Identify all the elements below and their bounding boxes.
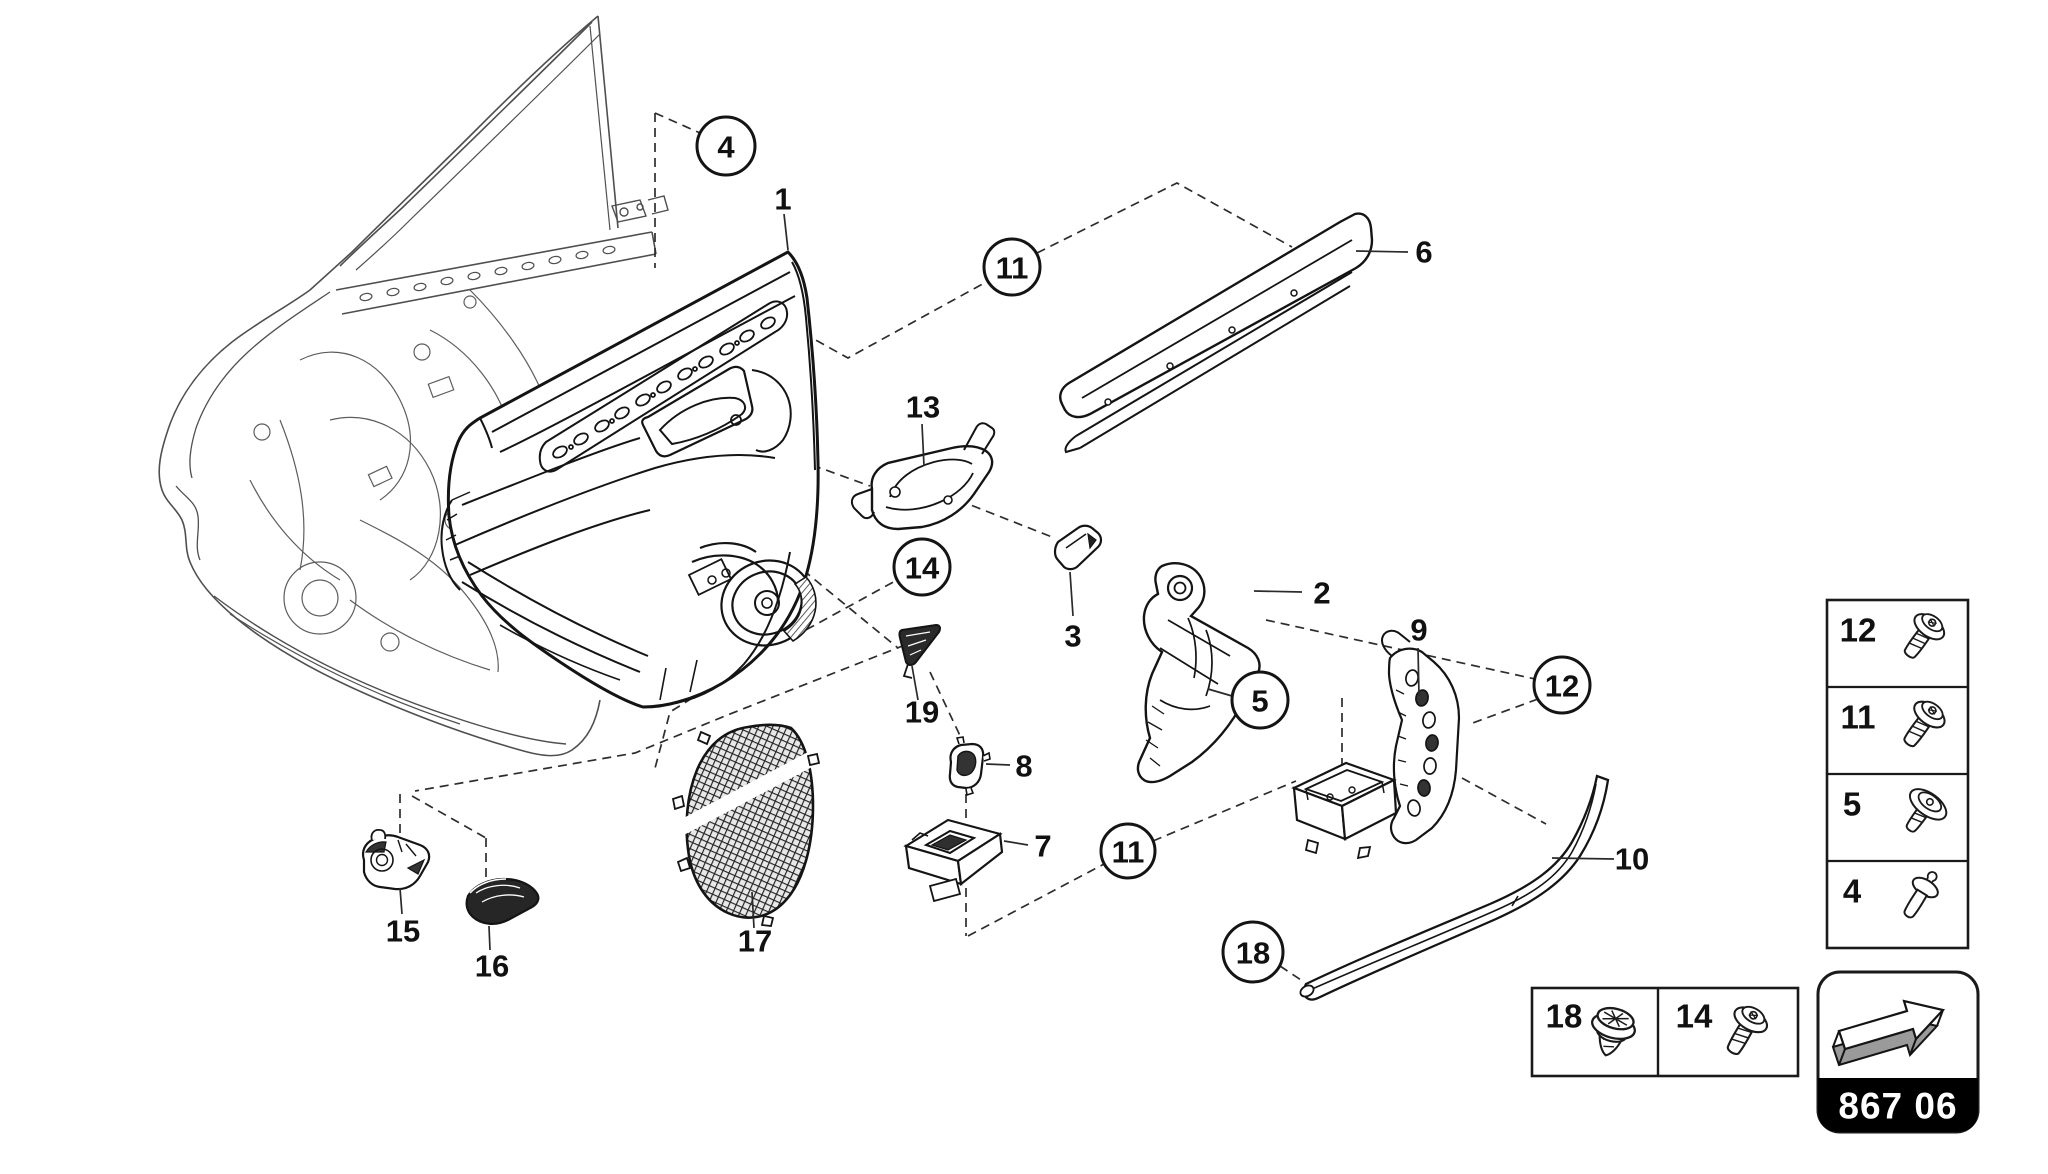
hardware-label-14: 14 (1676, 998, 1713, 1035)
part-small-clip (948, 736, 991, 797)
part-switch-bezel (903, 818, 1004, 903)
svg-text:4: 4 (717, 130, 735, 165)
svg-text:11: 11 (1112, 835, 1145, 870)
svg-text:12: 12 (1545, 669, 1579, 704)
circled-callout-14: 14 (892, 537, 952, 597)
hardware-label-18: 18 (1546, 998, 1583, 1035)
circled-callout-11-top: 11 (982, 237, 1042, 297)
door-shell-drawing (158, 15, 669, 757)
circled-callout-4: 4 (695, 115, 757, 177)
part-inner-door-handle (850, 422, 996, 531)
legend-label-12: 12 (1840, 612, 1877, 649)
part-speaker-grille (671, 723, 821, 927)
circled-callouts: 4 11 14 5 12 11 18 (695, 115, 1592, 984)
callout-7: 7 (1034, 829, 1051, 864)
legend-label-4: 4 (1843, 873, 1862, 910)
callout-13: 13 (906, 390, 940, 425)
leader-lines (399, 213, 1615, 951)
part-curved-rail-bracket (1381, 629, 1461, 845)
callout-19: 19 (905, 695, 939, 730)
circled-callout-5: 5 (1230, 670, 1290, 730)
legend-label-5: 5 (1843, 786, 1861, 823)
sill-hole-row (359, 245, 616, 302)
svg-text:5: 5 (1251, 684, 1268, 719)
legend-label-11: 11 (1841, 699, 1876, 736)
callout-10: 10 (1615, 842, 1649, 877)
panel-fastener-holes (552, 316, 776, 459)
svg-text:18: 18 (1236, 936, 1270, 971)
part-grab-handle-trim (1299, 774, 1610, 1001)
part-switch-tray (1291, 761, 1398, 860)
circled-callout-11-bottom: 11 (1099, 822, 1157, 880)
callout-17: 17 (738, 924, 772, 959)
part-upper-trim-strip (1059, 212, 1374, 454)
panel-pull-cup (687, 542, 780, 603)
panel-handle-recess (641, 365, 792, 458)
callout-16: 16 (475, 949, 509, 984)
page-code: 867 06 (1838, 1086, 1957, 1127)
part-small-bracket (361, 828, 431, 891)
callout-9: 9 (1410, 613, 1427, 648)
callout-15: 15 (386, 914, 420, 949)
part-clip-plate (1053, 524, 1103, 571)
callout-1: 1 (774, 182, 791, 217)
callout-6: 6 (1415, 235, 1432, 270)
page-code-box: 867 06 (1816, 970, 1980, 1134)
plain-callouts: 1 2 3 6 7 8 9 10 13 15 16 17 19 (386, 182, 1649, 984)
circled-callout-12: 12 (1532, 655, 1592, 715)
svg-text:11: 11 (996, 251, 1029, 286)
part-mount-bracket (1136, 562, 1261, 784)
callout-2: 2 (1313, 576, 1330, 611)
door-check-detail (611, 195, 669, 223)
svg-text:14: 14 (905, 551, 940, 586)
panel-speaker (720, 559, 817, 647)
part-triangle-cover (898, 623, 941, 679)
fastener-legend-table: 12 11 5 4 (1825, 598, 1970, 950)
panel-armrest (440, 437, 776, 591)
callout-3: 3 (1064, 619, 1081, 654)
panel-map-pocket (461, 551, 791, 704)
circled-callout-18: 18 (1221, 920, 1285, 984)
hardware-reference-boxes: 18 14 (1530, 986, 1800, 1078)
direction-arrow-icon (1831, 999, 1946, 1067)
assembly-dashed-lines (399, 112, 1547, 983)
part-door-trim-panel (440, 250, 820, 709)
part-wedge-cover (465, 877, 540, 925)
callout-8: 8 (1015, 749, 1032, 784)
